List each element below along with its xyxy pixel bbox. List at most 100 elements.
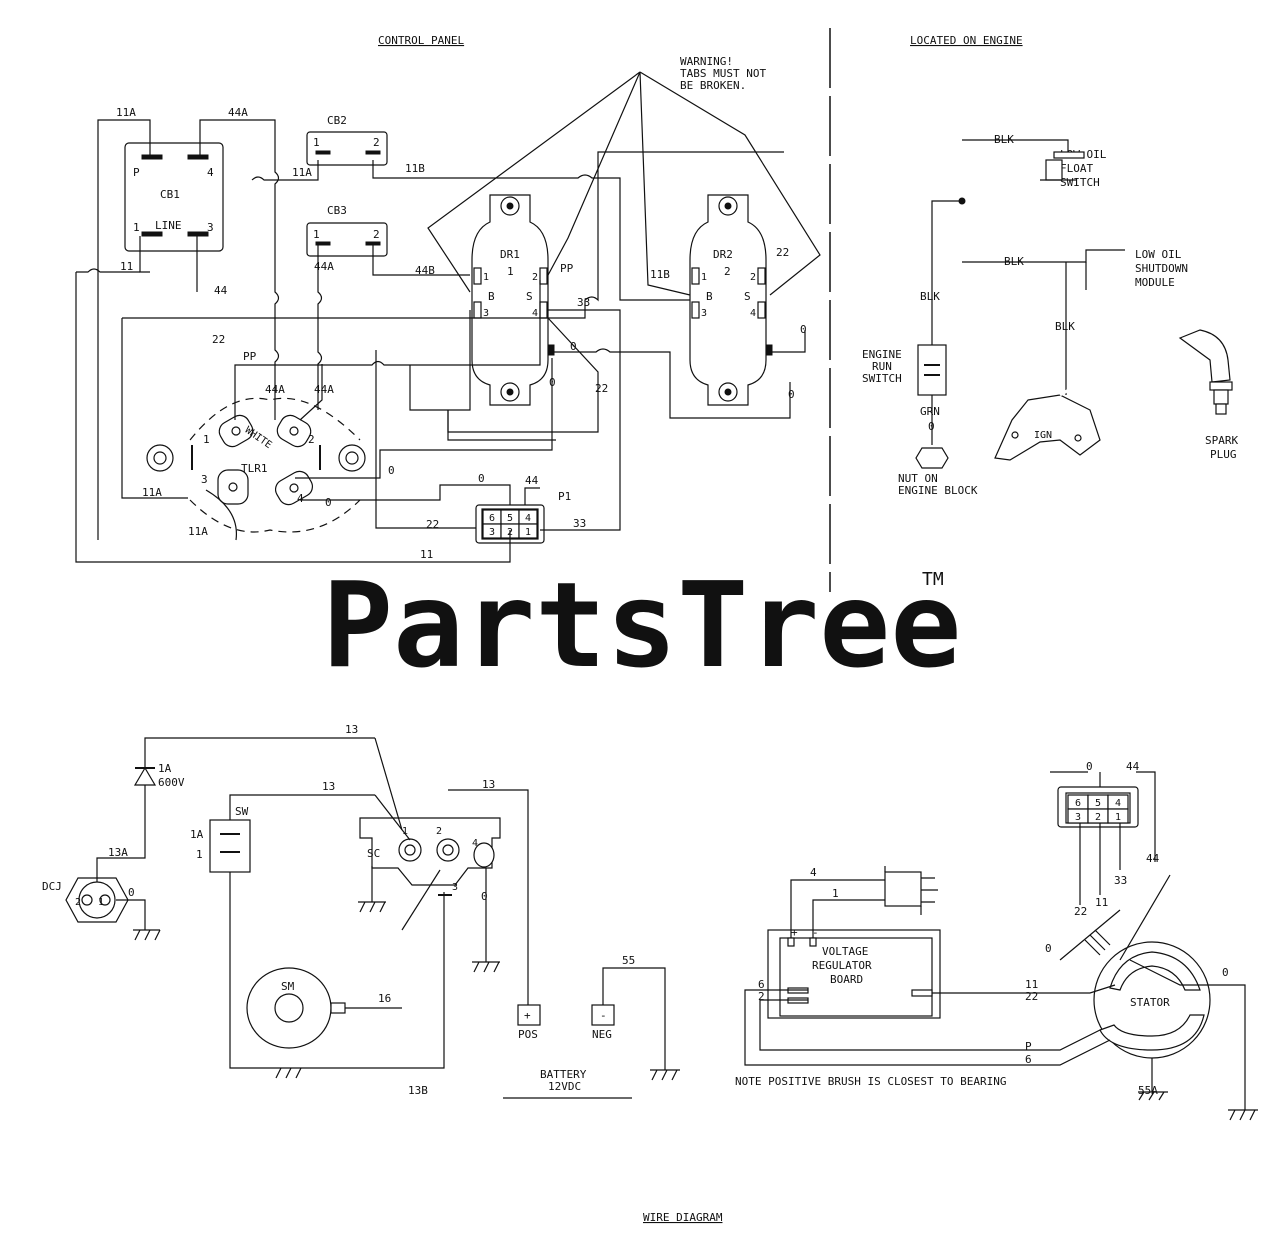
svg-text:TABS MUST NOT: TABS MUST NOT — [680, 67, 766, 80]
svg-text:44: 44 — [1126, 760, 1140, 773]
svg-text:BLK: BLK — [1004, 255, 1024, 268]
svg-text:2: 2 — [75, 897, 81, 908]
svg-text:2: 2 — [308, 433, 315, 446]
connector-pin-label: 1 — [1115, 812, 1121, 823]
svg-text:0: 0 — [128, 886, 135, 899]
svg-text:MODULE: MODULE — [1135, 276, 1175, 289]
warning-note: WARNING! TABS MUST NOT BE BROKEN. — [427, 55, 821, 296]
connector-pin-cell — [1107, 808, 1129, 824]
cb3-breaker: CB3 1 2 — [306, 204, 388, 257]
svg-text:STATOR: STATOR — [1130, 996, 1170, 1009]
svg-text:0: 0 — [800, 323, 807, 336]
watermark-tm: TM — [922, 569, 944, 590]
svg-text:0: 0 — [570, 340, 577, 353]
svg-text:BOARD: BOARD — [830, 973, 863, 986]
svg-text:SC: SC — [367, 847, 380, 860]
svg-text:SM: SM — [281, 980, 295, 993]
svg-text:55A: 55A — [1138, 1084, 1158, 1097]
svg-text:P1: P1 — [558, 490, 571, 503]
low-oil-shutdown-module: LOW OIL SHUTDOWN MODULE BLK BLK — [962, 248, 1188, 395]
brush-note: NOTE POSITIVE BRUSH IS CLOSEST TO BEARIN… — [735, 1075, 1007, 1088]
svg-text:P: P — [1025, 1040, 1032, 1053]
svg-text:CB1: CB1 — [160, 188, 180, 201]
svg-text:0: 0 — [1086, 760, 1093, 773]
header-located-on-engine: LOCATED ON ENGINE — [910, 34, 1023, 47]
svg-text:16: 16 — [378, 992, 391, 1005]
svg-text:1: 1 — [133, 221, 140, 234]
svg-text:LINE: LINE — [155, 219, 182, 232]
svg-text:600V: 600V — [158, 776, 185, 789]
diode-1a: 1A 600V — [133, 737, 375, 789]
svg-text:NUT ON: NUT ON — [898, 472, 938, 485]
svg-text:11: 11 — [1025, 978, 1038, 991]
svg-text:33: 33 — [577, 296, 590, 309]
svg-text:0: 0 — [481, 890, 488, 903]
cb1-breaker: P 4 CB1 1 LINE 3 — [124, 142, 224, 252]
connector-pin-label: 6 — [1075, 798, 1081, 809]
svg-text:11: 11 — [1095, 896, 1108, 909]
svg-text:SWITCH: SWITCH — [862, 372, 902, 385]
svg-text:VOLTAGE: VOLTAGE — [822, 945, 868, 958]
engine-run-switch: BLK ENGINE RUN SWITCH GRN 0 NUT ON ENGIN… — [862, 197, 978, 497]
svg-text:1: 1 — [313, 228, 320, 241]
svg-text:S: S — [526, 290, 533, 303]
svg-text:11B: 11B — [405, 162, 425, 175]
svg-text:LOW OIL: LOW OIL — [1135, 248, 1182, 261]
svg-text:1: 1 — [402, 826, 408, 837]
svg-text:4: 4 — [207, 166, 214, 179]
svg-text:2: 2 — [373, 228, 380, 241]
svg-text:6: 6 — [1025, 1053, 1032, 1066]
svg-text:4: 4 — [810, 866, 817, 879]
svg-text:+: + — [791, 926, 798, 939]
connector-pin-cell — [518, 523, 538, 539]
svg-text:13A: 13A — [108, 846, 128, 859]
svg-text:CB2: CB2 — [327, 114, 347, 127]
svg-text:33: 33 — [573, 517, 586, 530]
svg-text:1: 1 — [203, 433, 210, 446]
svg-text:IGN: IGN — [1034, 430, 1052, 441]
svg-text:3: 3 — [207, 221, 214, 234]
spark-plug: SPARK PLUG — [1178, 329, 1238, 461]
svg-text:+: + — [524, 1009, 531, 1022]
svg-text:DR2: DR2 — [713, 248, 733, 261]
svg-text:44A: 44A — [265, 383, 285, 396]
sw-switch: SW 1A 1 13 13B — [190, 780, 445, 1097]
svg-text:S: S — [744, 290, 751, 303]
svg-text:3: 3 — [201, 473, 208, 486]
svg-text:0: 0 — [1222, 966, 1229, 979]
svg-text:44: 44 — [525, 474, 539, 487]
svg-text:33: 33 — [1114, 874, 1127, 887]
voltage-regulator-board: VOLTAGE REGULATOR BOARD + - 6 2 4 1 — [758, 866, 941, 1019]
svg-text:0: 0 — [788, 388, 795, 401]
control-panel-wiring: 11A 44A 11A 11B 11B 11 11 44 22 22 44A 4… — [75, 106, 807, 563]
watermark-text: PartsTree — [322, 556, 961, 694]
svg-text:44A: 44A — [314, 260, 334, 273]
svg-text:1: 1 — [701, 272, 707, 283]
svg-text:FLOAT: FLOAT — [1060, 162, 1093, 175]
svg-text:4: 4 — [297, 492, 304, 505]
connector-pin-label: 5 — [507, 513, 513, 524]
svg-text:ENGINE BLOCK: ENGINE BLOCK — [898, 484, 978, 497]
svg-text:0: 0 — [549, 376, 556, 389]
svg-text:-: - — [600, 1009, 607, 1022]
svg-text:WARNING!: WARNING! — [680, 55, 733, 68]
svg-text:BATTERY: BATTERY — [540, 1068, 587, 1081]
svg-text:44: 44 — [214, 284, 228, 297]
svg-text:1: 1 — [196, 848, 203, 861]
svg-text:SPARK: SPARK — [1205, 434, 1238, 447]
header-control-panel: CONTROL PANEL — [378, 34, 464, 47]
svg-text:PLUG: PLUG — [1210, 448, 1237, 461]
svg-text:4: 4 — [472, 838, 478, 849]
svg-text:2: 2 — [750, 272, 756, 283]
svg-text:NEG: NEG — [592, 1028, 612, 1041]
svg-text:44: 44 — [1146, 852, 1160, 865]
sc-solenoid: SC 1 2 4 3 13 13 0 — [345, 723, 529, 1005]
svg-text:POS: POS — [518, 1028, 538, 1041]
svg-text:44B: 44B — [415, 264, 435, 277]
svg-text:3: 3 — [701, 308, 707, 319]
svg-text:2: 2 — [724, 265, 731, 278]
connector-pin-label: 4 — [525, 513, 531, 524]
